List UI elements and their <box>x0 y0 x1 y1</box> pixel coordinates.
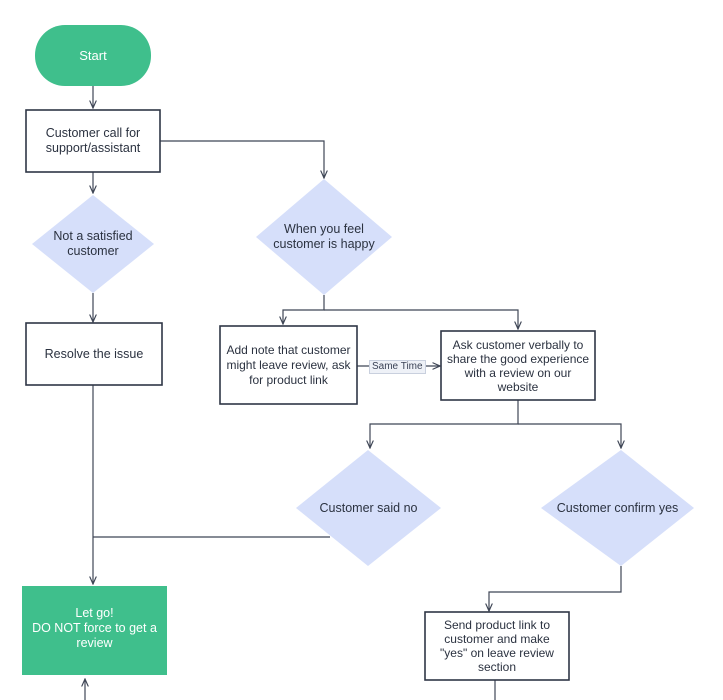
edge-feel-happy-to-ask <box>324 309 518 329</box>
resolve-label: Resolve the issue <box>44 346 144 361</box>
not-satisfied-diamond <box>32 195 154 293</box>
resolve-box <box>25 322 163 386</box>
feel-happy-label: When you feel customer is happy <box>273 222 375 251</box>
said-no-label: Customer said no <box>319 500 418 515</box>
customer-call-label: Customer call for support/assistant <box>45 126 141 155</box>
edge-yes-to-send <box>489 566 622 611</box>
edge-ask-to-yes <box>518 423 621 448</box>
same-time-edge-label: Same Time <box>369 360 426 374</box>
start-node <box>35 25 151 86</box>
ask-verbally-label: Ask customer verbally to share the good … <box>446 337 590 394</box>
add-note-label: Add note that customer might leave revie… <box>226 342 351 387</box>
feel-happy-diamond <box>256 179 392 295</box>
not-satisfied-label: Not a satisfied customer <box>53 229 133 258</box>
edge-ask-split-no <box>370 400 519 448</box>
let-go-label: Let go! DO NOT force to get a review <box>32 605 157 650</box>
said-no-diamond <box>296 450 441 566</box>
customer-call-box <box>25 109 161 173</box>
ask-verbally-box <box>440 330 596 401</box>
send-link-box <box>424 611 570 681</box>
edge-call-to-feel-happy <box>160 140 324 178</box>
start-label: Start <box>79 48 107 63</box>
add-note-box <box>219 325 358 405</box>
send-link-label: Send product link to customer and make "… <box>440 618 554 674</box>
confirm-yes-diamond <box>541 450 694 566</box>
let-go-box <box>22 586 167 675</box>
confirm-yes-label: Customer confirm yes <box>556 500 679 515</box>
edge-feel-happy-split <box>283 295 325 324</box>
